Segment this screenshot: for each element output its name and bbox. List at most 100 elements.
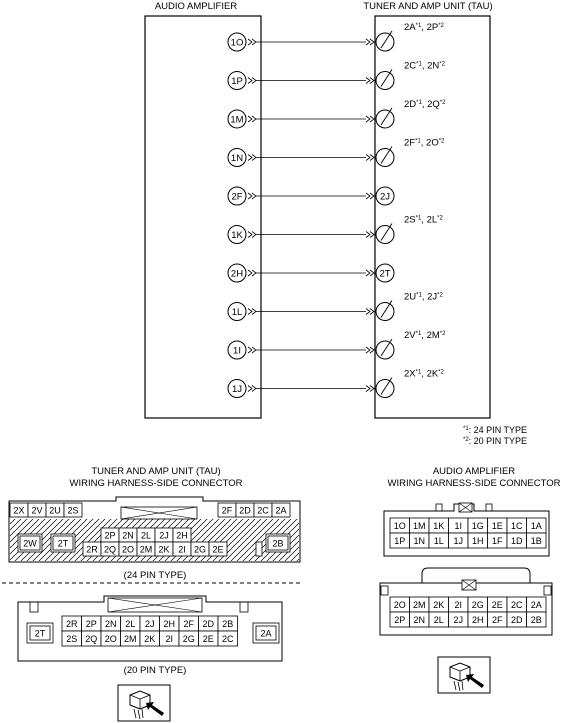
connector-pin-label: 2G bbox=[183, 634, 195, 644]
connector-pin-label: 2E bbox=[212, 544, 223, 554]
tau24-pin: 2N bbox=[118, 527, 138, 543]
tau-pin-label: 2V*1, 2M*2 bbox=[404, 330, 446, 341]
connector-pin-label: 2H bbox=[163, 619, 175, 629]
amp-top-pin: 1C bbox=[506, 517, 527, 534]
connector-pin-label: 2D bbox=[511, 615, 523, 625]
terminal-chevron bbox=[365, 231, 375, 238]
amp-pin-circle bbox=[227, 302, 247, 321]
connector-pin-label: 2Q bbox=[104, 544, 116, 554]
connector-pin-label: 1C bbox=[511, 521, 523, 531]
amp-top-pin: 1H bbox=[467, 532, 488, 549]
pin-indicator-line bbox=[380, 377, 393, 395]
amp-bottom-pin: 2C bbox=[506, 596, 527, 613]
connector-pin-label: 2H bbox=[472, 615, 484, 625]
pin-indicator-line bbox=[380, 223, 393, 241]
terminal-chevron bbox=[365, 346, 375, 354]
tau24-pin: 2K bbox=[154, 541, 174, 557]
tau24-pin: 2M bbox=[136, 541, 156, 557]
amp-pin-circle bbox=[227, 148, 247, 167]
tau20-pin: 2N bbox=[100, 615, 121, 632]
connector-pin-label: 1G bbox=[472, 521, 484, 531]
connector-pin-label: 2K bbox=[158, 544, 169, 554]
connector-pin-label: 2D bbox=[239, 505, 251, 515]
tau20-pin: 2M bbox=[120, 630, 141, 647]
pin-indicator-line bbox=[380, 30, 393, 49]
tau24-side-pin: 2W bbox=[17, 533, 43, 553]
amp-top-pin: 1L bbox=[428, 532, 449, 549]
terminal-chevron bbox=[365, 77, 375, 84]
connector-pin-label: 2B bbox=[531, 615, 542, 625]
amp-top-pin: 1K bbox=[428, 517, 449, 534]
connector-pin-label: 2M bbox=[140, 544, 153, 554]
amp-top-pin: 1N bbox=[409, 532, 430, 549]
tau-pin-label: 2U*1, 2J*2 bbox=[404, 292, 443, 303]
amp-bottom-pin: 2H bbox=[467, 611, 488, 628]
amp-top-pin: 1A bbox=[526, 517, 547, 534]
tau24-pin: 2V bbox=[27, 502, 47, 518]
audio-amplifier-box bbox=[144, 15, 262, 419]
amp-pin-label: 2H bbox=[231, 269, 243, 280]
tau-pin-label: 2A*1, 2P*2 bbox=[404, 22, 445, 33]
connector-pin-label: 1O bbox=[394, 521, 406, 531]
amp-pin-circle bbox=[227, 340, 247, 360]
connector-pin-label: 2M bbox=[124, 634, 137, 644]
amp-bottom-pin: 2O bbox=[389, 596, 410, 613]
connector-pin-label: 1E bbox=[492, 521, 503, 531]
terminal-chevron bbox=[365, 154, 375, 161]
terminal-chevron bbox=[365, 308, 375, 315]
pin-indicator-line bbox=[380, 69, 393, 87]
tau24-pin: 2Q bbox=[100, 541, 120, 557]
amp-connector-title: AUDIO AMPLIFIER bbox=[433, 466, 515, 477]
tau24-pin: 2F bbox=[217, 502, 237, 518]
connector-pin-label: 2F bbox=[222, 505, 233, 515]
terminal-chevron bbox=[365, 115, 375, 123]
tau20-pin: 2F bbox=[178, 615, 199, 632]
terminal-chevron bbox=[365, 269, 375, 277]
connector-pin-label: 2R bbox=[86, 544, 98, 554]
amp-top-pin: 1M bbox=[409, 517, 430, 534]
tau24-pin: 2X bbox=[9, 502, 29, 518]
amp-top-pin: 1I bbox=[448, 517, 469, 534]
tau20-pin: 2L bbox=[120, 615, 141, 632]
amp-pin-circle bbox=[227, 109, 247, 129]
latch bbox=[255, 541, 263, 557]
terminal-chevron bbox=[247, 115, 257, 123]
connector-pin-label: 1H bbox=[472, 536, 484, 546]
terminal-chevron bbox=[247, 385, 257, 392]
amp-bottom-pin: 2J bbox=[448, 611, 469, 628]
connector-pin-label: 2I bbox=[178, 544, 186, 554]
connector-pin-label: 2O bbox=[122, 544, 134, 554]
tau20-side-pin: 2A bbox=[252, 622, 280, 644]
connector-pin-label: 1D bbox=[511, 536, 523, 546]
tau24-pin: 2P bbox=[100, 527, 120, 543]
connector-pin-label: 2A bbox=[275, 505, 286, 515]
note-20pin: *2: 20 PIN TYPE bbox=[463, 436, 527, 446]
connector-pin-label: 1B bbox=[531, 536, 542, 546]
amp-bottom-pin: 2M bbox=[409, 596, 430, 613]
tau-24pin-type-label: (24 PIN TYPE) bbox=[124, 570, 187, 581]
amp-bottom-pin: 2I bbox=[448, 596, 469, 613]
tau20-pin: 2O bbox=[100, 630, 121, 647]
tau20-pin: 2J bbox=[139, 615, 160, 632]
connector-pin-label: 1K bbox=[433, 521, 444, 531]
amp-pin-label: 1K bbox=[231, 230, 243, 241]
connector-pin-label: 2P bbox=[394, 615, 405, 625]
tau-pin-circle bbox=[375, 263, 395, 283]
connector-pin-label: 2O bbox=[105, 634, 117, 644]
amp-pin-label: 2F bbox=[231, 192, 242, 203]
tau-pin-circle bbox=[375, 186, 395, 206]
tau20-pin: 2G bbox=[178, 630, 199, 647]
pin-indicator-line bbox=[380, 300, 393, 318]
terminal-chevron bbox=[365, 38, 375, 46]
connector-pin-label: 2S bbox=[66, 634, 77, 644]
tau20-pin: 2H bbox=[159, 615, 180, 632]
amp-pin-circle bbox=[227, 32, 247, 52]
connector-pin-label: 2N bbox=[413, 615, 425, 625]
